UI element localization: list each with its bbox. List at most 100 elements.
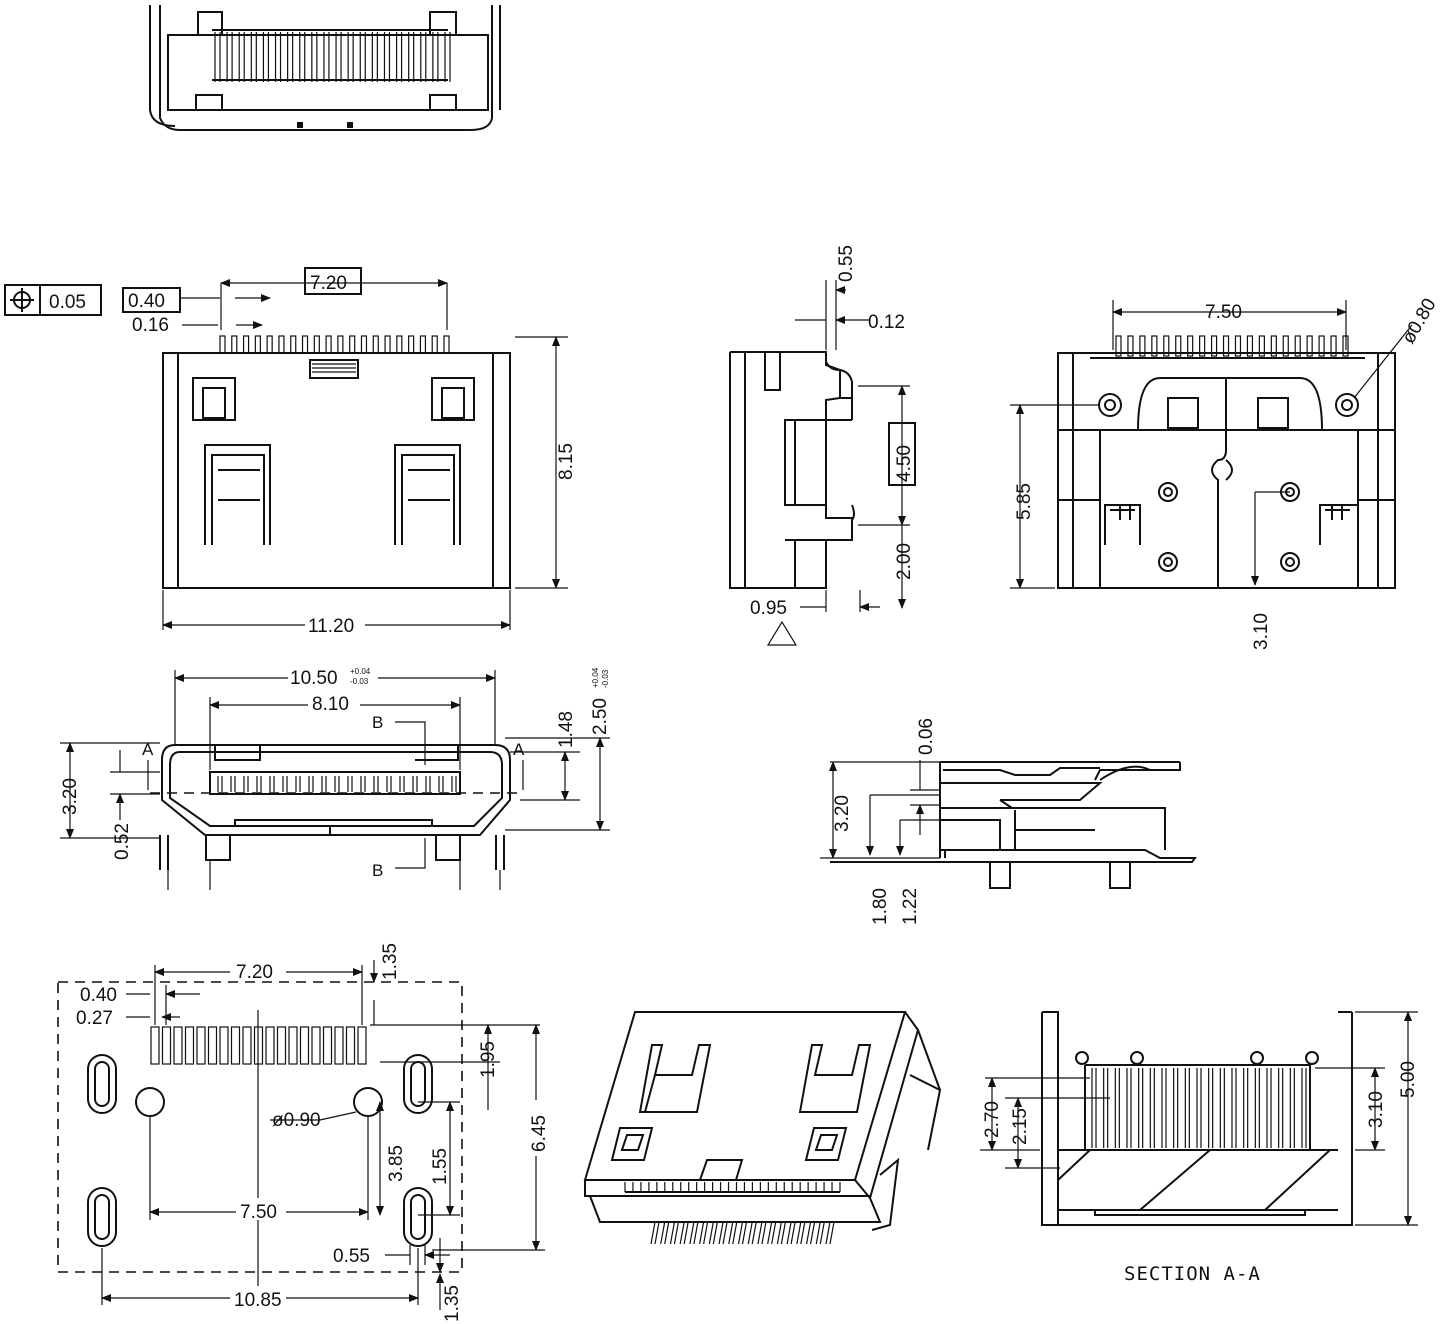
section-pin [1289, 1068, 1295, 1148]
pcb-pad-pitch: 0.40 [80, 985, 117, 1006]
pad [196, 1026, 206, 1065]
pad [184, 1026, 195, 1065]
pin [1294, 335, 1301, 357]
section-b-lower-b: 1.22 [900, 888, 921, 925]
pin [1175, 335, 1182, 357]
section-pin [1301, 1068, 1307, 1148]
section-pin [1091, 1068, 1097, 1148]
pin-line [262, 32, 270, 82]
pin [254, 335, 261, 354]
side-lead-thickness: 0.12 [868, 312, 905, 333]
pin [372, 335, 379, 354]
face-lead-offset: 0.52 [112, 823, 133, 860]
contact [334, 776, 340, 792]
section-pin [1243, 1068, 1249, 1148]
pin-line [420, 32, 427, 82]
side-lower-offset: 2.00 [894, 543, 915, 580]
pad [299, 1026, 310, 1065]
pin-line [299, 32, 306, 82]
pin-line [311, 32, 318, 82]
pin [419, 335, 427, 354]
pin [360, 335, 368, 354]
section-pin [1231, 1068, 1237, 1148]
pin-line [395, 32, 403, 82]
pin-line [287, 32, 294, 82]
pin-line [250, 32, 257, 82]
pad [207, 1026, 218, 1065]
front-view-pins [219, 335, 450, 354]
pin [443, 335, 450, 354]
iso-pin [699, 1221, 709, 1245]
pcb-hole-offset: 3.85 [386, 1145, 407, 1182]
side-view: 0.55 0.12 4.50 2.00 0.95 [729, 245, 916, 646]
pcb-layout-view: 7.20 0.40 0.27 1.35 1.95 6.45 ø0.90 1.55… [57, 943, 550, 1322]
pin [266, 335, 273, 354]
pin [278, 335, 285, 354]
pin-line [383, 32, 391, 82]
pin [231, 335, 238, 354]
pad [288, 1026, 298, 1065]
contact [308, 776, 314, 792]
section-a-height-inner: 2.15 [1010, 1108, 1031, 1145]
pin-line [274, 32, 282, 82]
pin-line [238, 32, 245, 82]
iso-pin [815, 1221, 825, 1245]
pin [290, 335, 297, 354]
section-pin [1254, 1068, 1260, 1148]
contact [230, 776, 236, 792]
pin-line [226, 32, 233, 82]
top-view-pins [214, 32, 451, 82]
iso-pin [660, 1221, 670, 1245]
pcb-overall-height: 6.45 [529, 1115, 550, 1152]
contact [386, 776, 392, 792]
pin [396, 335, 403, 354]
pcb-slot-offset: 1.55 [430, 1148, 451, 1185]
front-pitch-box: 0.40 [128, 291, 165, 312]
face-tongue-offset: 1.48 [556, 711, 577, 748]
contact [373, 776, 379, 792]
pcb-overall-width: 10.85 [234, 1290, 282, 1311]
side-center-height: 4.50 [894, 445, 915, 482]
contact [399, 776, 405, 792]
section-pin [1103, 1068, 1109, 1148]
section-pin [1208, 1068, 1214, 1148]
pin [1199, 335, 1206, 357]
iso-pin [708, 1221, 718, 1245]
pin [1115, 335, 1122, 357]
section-pin [1114, 1068, 1120, 1148]
pcb-slot-width: 0.55 [333, 1246, 370, 1267]
face-height: 3.20 [60, 778, 81, 815]
pin [349, 335, 356, 354]
contact [360, 776, 366, 792]
bottom-height: 5.85 [1014, 483, 1035, 520]
section-pin [1138, 1068, 1144, 1148]
iso-pin [689, 1221, 699, 1245]
pin [1127, 335, 1134, 357]
pin [384, 335, 391, 354]
iso-pin [767, 1221, 777, 1245]
pad [265, 1026, 275, 1065]
section-b-view: 3.20 0.06 1.80 1.22 [820, 718, 1197, 925]
iso-pin [796, 1221, 806, 1245]
pcb-pad-width: 0.27 [76, 1008, 113, 1029]
pin [1282, 335, 1289, 357]
pin [301, 335, 309, 354]
contact [295, 776, 301, 792]
pin [1151, 335, 1158, 357]
pad [322, 1026, 333, 1065]
contact [282, 776, 288, 792]
bottom-pin-span: 7.50 [1205, 302, 1242, 323]
pad [230, 1026, 241, 1065]
pin [242, 335, 250, 354]
section-a-view: 2.70 2.15 3.10 5.00 SECTION A-A [980, 1011, 1419, 1285]
face-overall-tol-lower: -0.03 [601, 669, 610, 688]
section-pin [1149, 1068, 1155, 1148]
pad [311, 1026, 321, 1065]
iso-pin [776, 1221, 786, 1245]
face-outer-tol-upper: +0.04 [350, 667, 371, 676]
contact [269, 776, 275, 792]
bottom-view-pins [1115, 335, 1349, 357]
iso-pin [786, 1221, 796, 1245]
side-top-gap: 0.55 [836, 245, 857, 282]
